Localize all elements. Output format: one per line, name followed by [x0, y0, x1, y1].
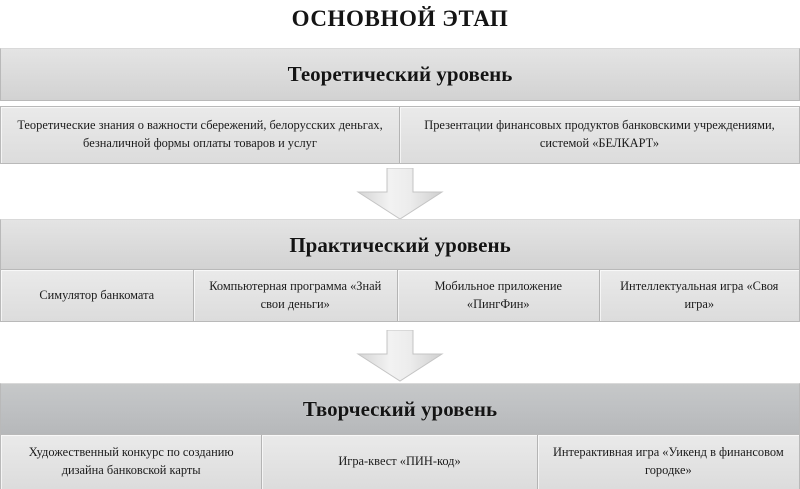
- level-header-theoretical-label: Теоретический уровень: [287, 62, 513, 86]
- arrow-practical-to-creative: [354, 330, 446, 382]
- arrow-theoretical-to-practical: [354, 168, 446, 220]
- level-header-practical-label: Практический уровень: [289, 232, 511, 257]
- arrow-down-icon: [356, 168, 444, 220]
- level-header-practical: Практический уровень: [0, 219, 800, 271]
- level-header-creative: Творческий уровень: [0, 383, 800, 435]
- level-items-creative: Художественный конкурс по созданию дизай…: [0, 434, 800, 489]
- item-practical-2[interactable]: Компьютерная программа «Знай свои деньги…: [193, 270, 398, 321]
- item-practical-3[interactable]: Мобильное приложение «ПингФин»: [398, 270, 600, 321]
- item-theoretical-2[interactable]: Презентации финансовых продуктов банковс…: [400, 107, 799, 163]
- page-title: ОСНОВНОЙ ЭТАП: [291, 6, 509, 31]
- item-theoretical-1[interactable]: Теоретические знания о важности сбережен…: [1, 107, 400, 163]
- level-header-theoretical: Теоретический уровень: [0, 48, 800, 101]
- item-creative-2[interactable]: Игра-квест «ПИН-код»: [262, 435, 538, 489]
- item-creative-3[interactable]: Интерактивная игра «Уикенд в финансовом …: [537, 435, 799, 489]
- item-practical-1[interactable]: Симулятор банкомата: [1, 270, 194, 321]
- level-header-creative-label: Творческий уровень: [302, 396, 498, 421]
- item-practical-4[interactable]: Интеллектуальная игра «Своя игра»: [599, 270, 799, 321]
- arrow-down-icon: [356, 330, 444, 382]
- level-items-practical: Симулятор банкомата Компьютерная програм…: [0, 269, 800, 322]
- item-creative-1[interactable]: Художественный конкурс по созданию дизай…: [1, 435, 263, 489]
- level-items-theoretical: Теоретические знания о важности сбережен…: [0, 106, 800, 164]
